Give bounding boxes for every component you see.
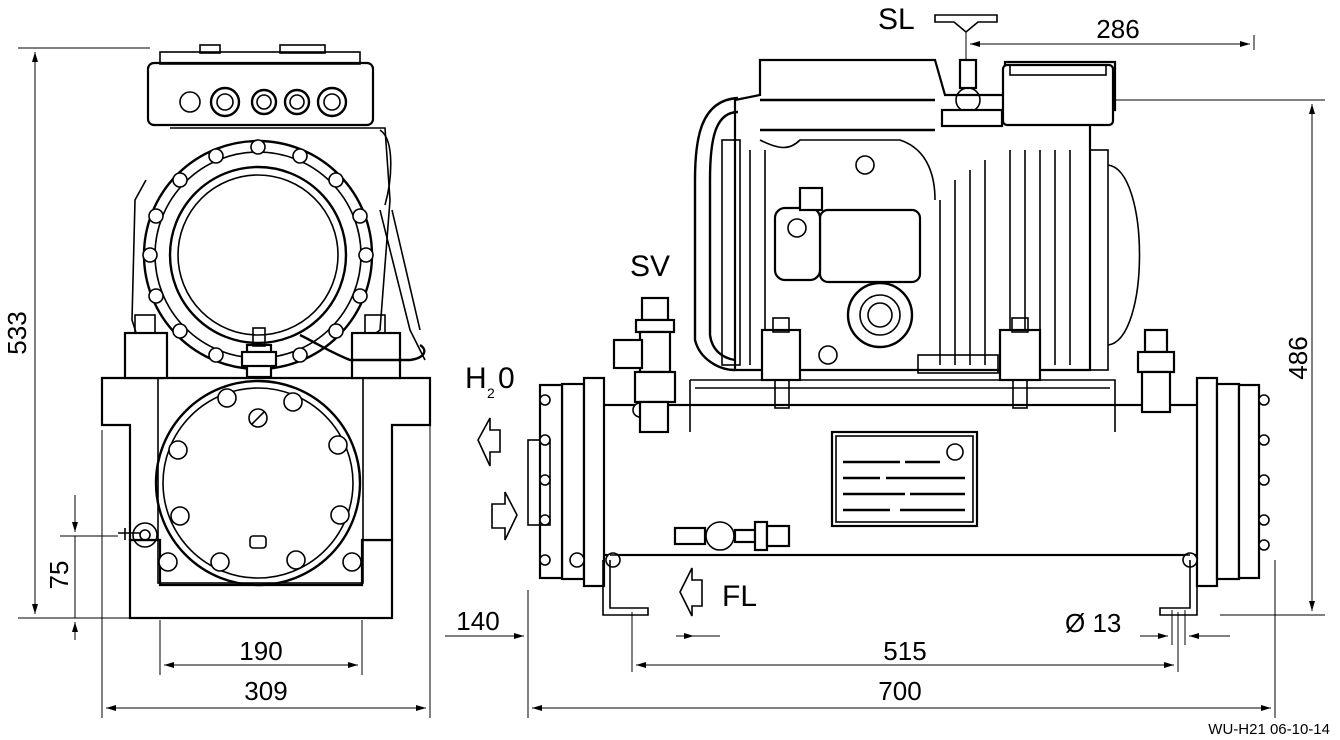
dim-486: 486	[1283, 336, 1313, 379]
dim-190: 190	[239, 636, 282, 666]
h2o-in-arrow	[491, 491, 518, 541]
label-fl: FL	[722, 580, 757, 613]
dim-286: 286	[1096, 14, 1139, 44]
front-view-dimensions: 533 75 190 309	[2, 47, 431, 718]
label-sv: SV	[630, 250, 670, 283]
component-labels: SL SV H 2 0 FL Ø 13	[465, 3, 1121, 638]
h2o-out-arrow	[477, 417, 501, 467]
label-h2o-o: 0	[498, 362, 515, 395]
label-h2o-sub: 2	[487, 385, 495, 401]
right-flange-bolts	[1182, 394, 1270, 568]
dim-140: 140	[456, 606, 499, 636]
dim-309: 309	[244, 676, 287, 706]
condenser-end-cover	[154, 379, 362, 587]
label-h2o-h: H	[465, 362, 487, 395]
flange-bolts	[142, 139, 374, 363]
compressor-fins	[749, 150, 1071, 365]
dim-533: 533	[2, 311, 32, 354]
label-sl: SL	[878, 3, 915, 36]
end-cover-bolts	[158, 388, 362, 572]
flow-arrows	[477, 14, 998, 617]
label-hole-diameter: Ø 13	[1065, 608, 1121, 638]
cable-glands	[179, 86, 348, 118]
drawing-reference: WU-H21 06-10-14	[1208, 721, 1330, 738]
sv-valve	[612, 296, 677, 434]
dim-75: 75	[44, 561, 74, 590]
fl-arrow	[679, 567, 703, 617]
sl-arrow	[934, 14, 998, 34]
nameplate-lines	[843, 460, 965, 512]
dim-515: 515	[883, 636, 926, 666]
front-view	[100, 44, 432, 620]
terminal-box	[146, 61, 375, 127]
side-view	[527, 58, 1270, 616]
side-view-dimensions: 286 486 140 515 700	[445, 14, 1325, 718]
dim-700: 700	[878, 676, 921, 706]
